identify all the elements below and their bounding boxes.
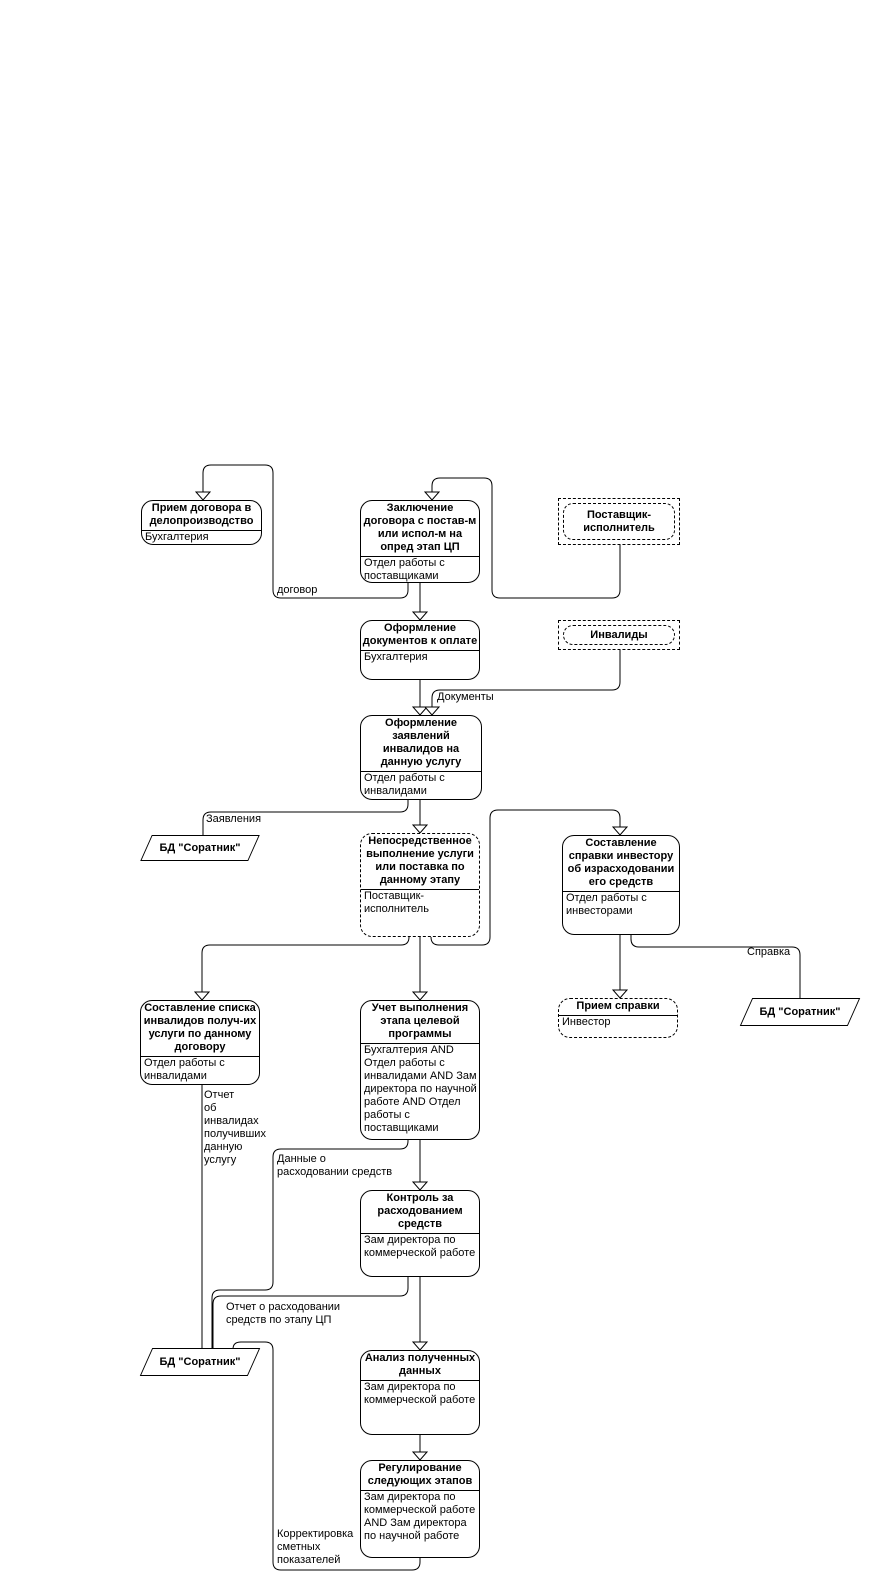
flow-arrows — [201, 464, 801, 1571]
external-label: Поставщик-исполнитель — [563, 503, 675, 540]
node-zakluchenie-dogovora[interactable]: Заключение договора с постав-м или испол… — [360, 500, 480, 583]
arrow-dogovor — [202, 464, 409, 599]
node-performer: Зам директора по коммерческой работе AND… — [364, 1491, 476, 1542]
arrow-zayavleniya — [202, 800, 409, 835]
node-priem-spravki[interactable]: Прием справки Инвестор — [558, 998, 678, 1038]
arrow-label-dannye-rashod: Данные о расходовании средств — [277, 1153, 393, 1178]
node-oformlenie-dokumentov[interactable]: Оформление документов к оплате Бухгалтер… — [360, 620, 480, 680]
node-sostavlenie-spiska[interactable]: Составление списка инвалидов получ-их ус… — [140, 1000, 260, 1085]
arrow-label-zayavleniya: Заявления — [206, 813, 262, 825]
node-title: Оформление документов к оплате — [361, 621, 479, 651]
arrow-label-dokumenty: Документы — [437, 691, 494, 703]
arrow-label-korrektirovka: Корректировка сметных показателей — [277, 1528, 354, 1566]
arrow-postavshik — [431, 477, 621, 599]
arrowhead — [611, 826, 629, 836]
arrowhead — [423, 491, 441, 501]
arrowhead — [611, 989, 629, 999]
arrowhead — [194, 491, 212, 501]
node-neposredstvennoe-vypolnenie[interactable]: Непосредственное выполнение услуги или п… — [360, 833, 480, 937]
node-title: Прием договора в делопроизводство — [142, 501, 261, 531]
node-performer: Зам директора по коммерческой работе — [364, 1234, 476, 1259]
datastore-bd-soratnik-3[interactable]: БД "Соратник" — [139, 1348, 261, 1376]
arrowhead — [193, 991, 211, 1001]
node-title: Составление списка инвалидов получ-их ус… — [141, 1001, 259, 1057]
node-title: Контроль за расходованием средств — [361, 1191, 479, 1234]
datastore-bd-soratnik-1[interactable]: БД "Соратник" — [140, 835, 260, 861]
node-performer: Отдел работы с инвалидами — [144, 1057, 225, 1082]
node-performer: Инвестор — [562, 1016, 611, 1028]
external-label: Инвалиды — [563, 625, 675, 645]
arrow-invalidy — [431, 650, 621, 707]
node-performer: Бухгалтерия — [145, 531, 209, 543]
arrowhead — [411, 706, 429, 716]
datastore-bd-soratnik-2[interactable]: БД "Соратник" — [739, 998, 861, 1026]
arrowhead — [411, 824, 429, 834]
node-title: Учет выполнения этапа целевой программы — [361, 1001, 479, 1044]
datastore-label: БД "Соратник" — [159, 1355, 241, 1368]
node-title: Заключение договора с постав-м или испол… — [361, 501, 479, 557]
arrowhead — [411, 611, 429, 621]
arrow-label-dogovor: договор — [277, 584, 318, 596]
node-title: Прием справки — [559, 999, 677, 1016]
node-performer: Поставщик-исполнитель — [364, 890, 429, 915]
node-sostavlenie-spravki[interactable]: Составление справки инвестору об израсхо… — [562, 835, 680, 935]
node-performer: Отдел работы с инвесторами — [566, 892, 647, 917]
datastore-label: БД "Соратник" — [759, 1005, 841, 1018]
arrow-dannye — [211, 1140, 409, 1348]
arrow-korrektirovka — [232, 1341, 421, 1571]
arrow-label-otchet-invalidy: Отчет об инвалидах получивших данную усл… — [204, 1089, 266, 1166]
node-regulirovanie-etapov[interactable]: Регулирование следующих этапов Зам дирек… — [360, 1460, 480, 1558]
arrow-otchet-rashod — [212, 1277, 409, 1348]
arrow-label-spravka: Справка — [747, 946, 791, 958]
datastore-label: БД "Соратник" — [159, 841, 241, 854]
arrowhead — [411, 991, 429, 1001]
arrowheads — [193, 491, 629, 1461]
external-postavshik-ispolnitel[interactable]: Поставщик-исполнитель — [558, 498, 680, 545]
node-priem-dogovora[interactable]: Прием договора в делопроизводство Бухгал… — [141, 500, 262, 545]
node-performer: Бухгалтерия — [364, 651, 428, 663]
arrowhead — [411, 1341, 429, 1351]
arrowhead — [411, 1181, 429, 1191]
node-performer: Зам директора по коммерческой работе — [364, 1381, 476, 1406]
node-title: Непосредственное выполнение услуги или п… — [361, 834, 479, 890]
node-title: Анализ полученных данных — [361, 1351, 479, 1381]
node-kontrol-rashodovaniya[interactable]: Контроль за расходованием средств Зам ди… — [360, 1190, 480, 1277]
arrow-label-otchet-rashod: Отчет о расходовании средств по этапу ЦП — [226, 1301, 341, 1326]
arrow-f-to-spisok — [201, 936, 410, 992]
node-title: Регулирование следующих этапов — [361, 1461, 479, 1491]
node-performer: Отдел работы с инвалидами — [364, 772, 445, 797]
node-performer: Бухгалтерия AND Отдел работы с инвалидам… — [364, 1044, 477, 1134]
node-analiz-dannyh[interactable]: Анализ полученных данных Зам директора п… — [360, 1350, 480, 1435]
arrow-spravka — [630, 935, 801, 998]
node-uchet-vypolneniya[interactable]: Учет выполнения этапа целевой программы … — [360, 1000, 480, 1140]
external-invalidy[interactable]: Инвалиды — [558, 620, 680, 650]
node-performer: Отдел работы с поставщиками — [364, 557, 445, 582]
node-title: Составление справки инвестору об израсхо… — [563, 836, 679, 892]
arrow-f-to-spravka — [430, 809, 621, 946]
arrowhead — [423, 706, 441, 716]
arrowhead — [411, 1451, 429, 1461]
node-title: Оформление заявлений инвалидов на данную… — [361, 716, 481, 772]
node-oformlenie-zayavleniy[interactable]: Оформление заявлений инвалидов на данную… — [360, 715, 482, 800]
